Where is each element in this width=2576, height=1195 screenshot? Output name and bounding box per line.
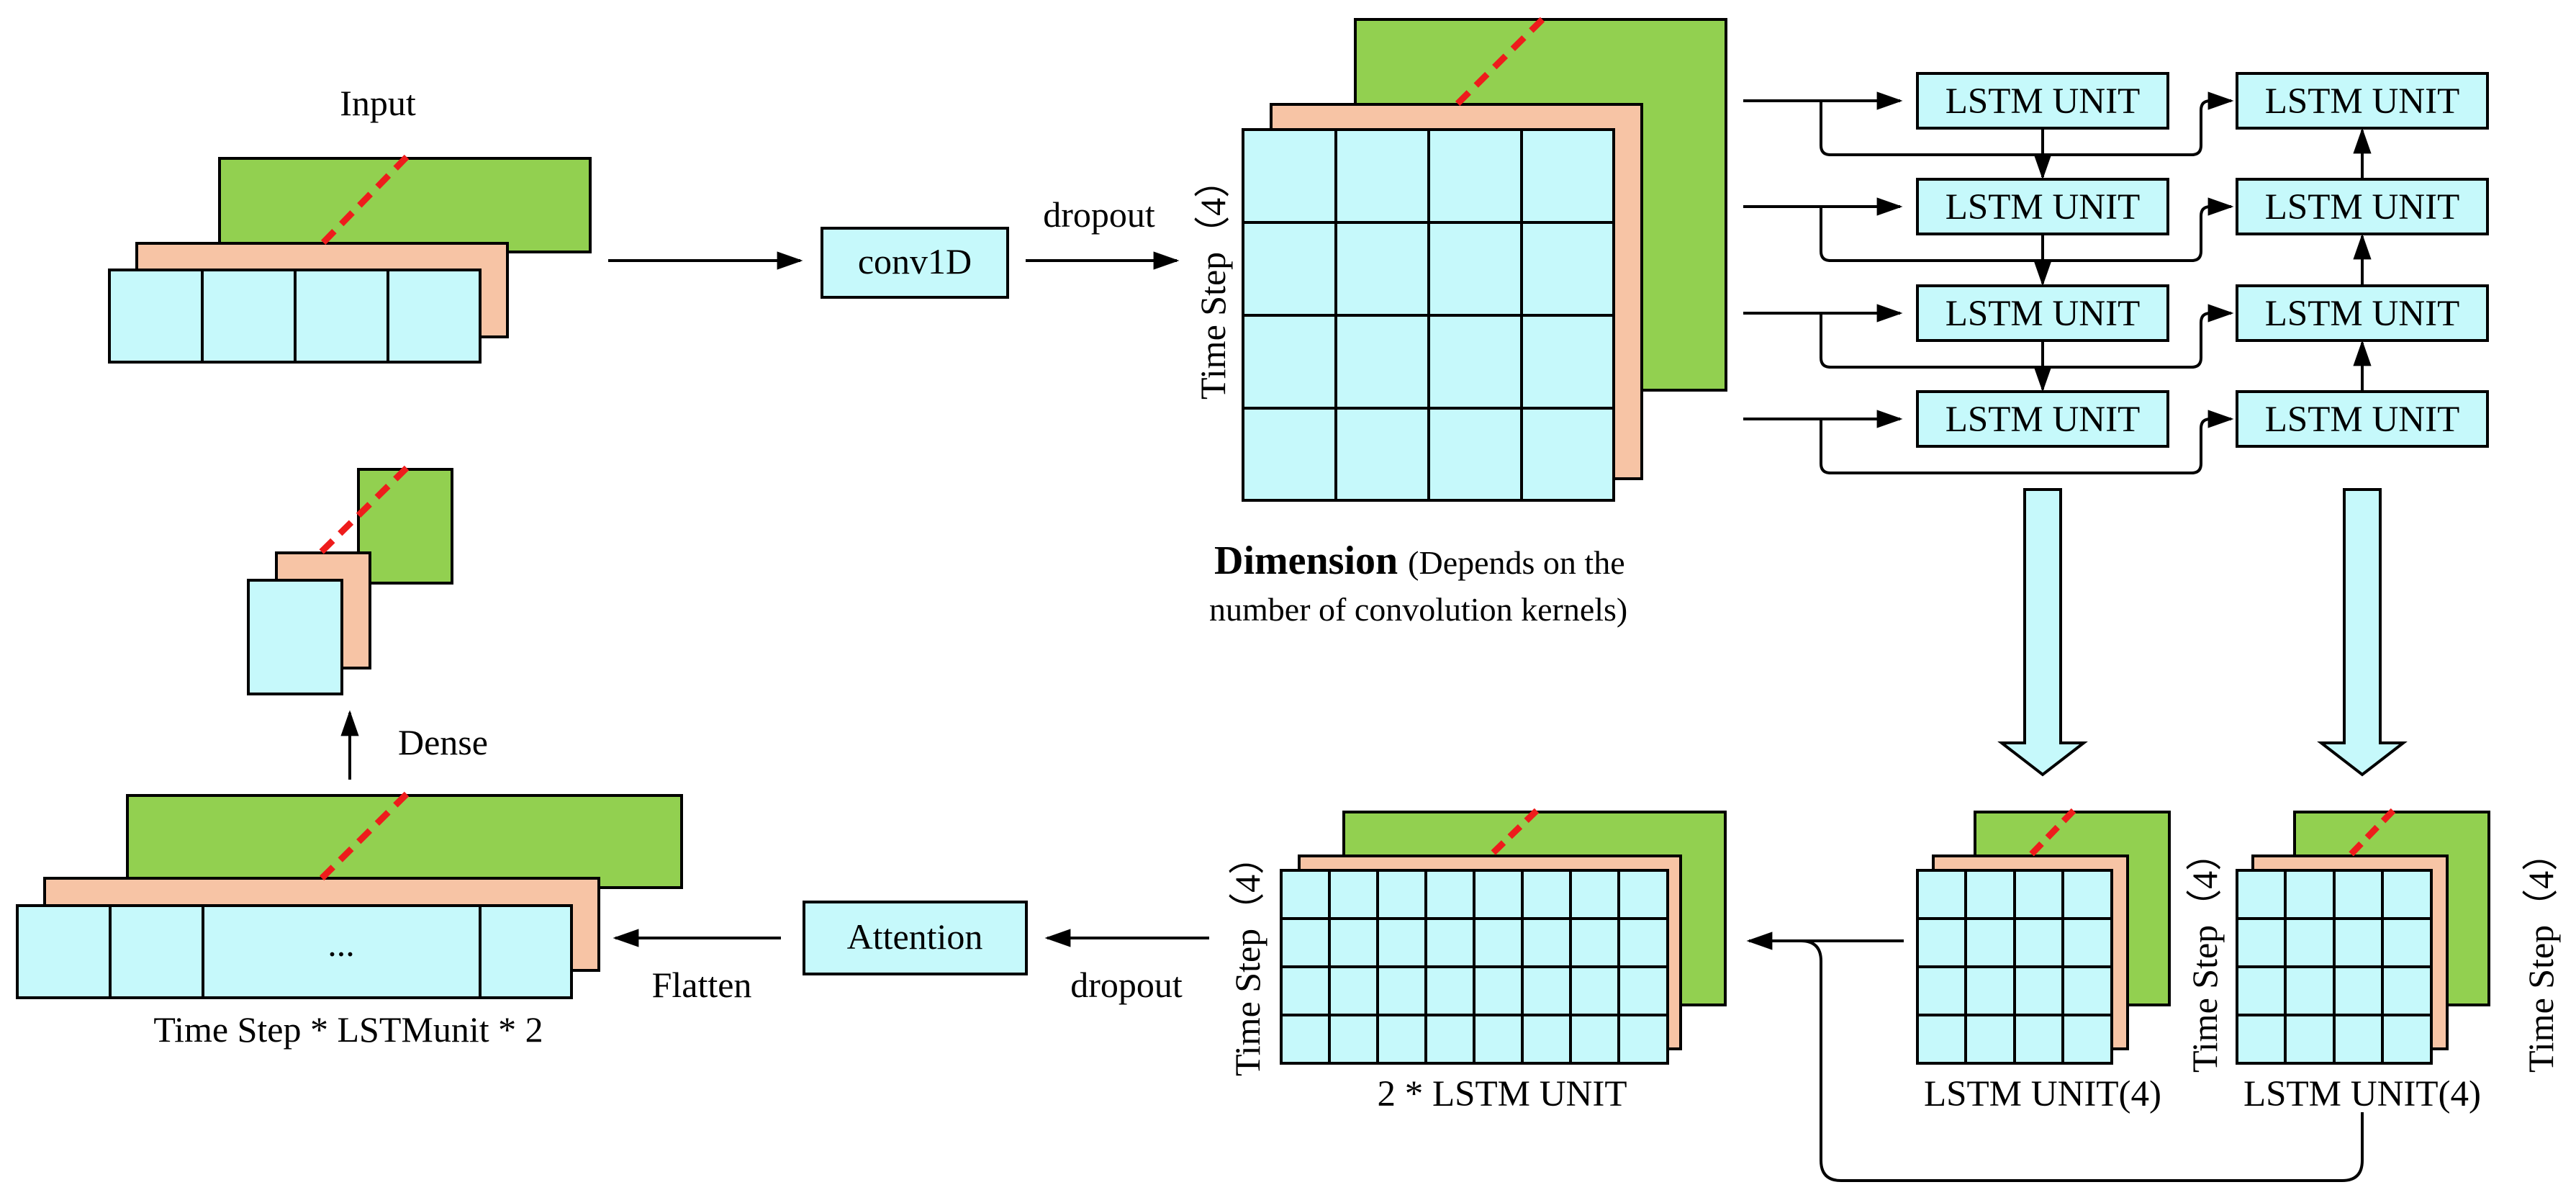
lstm-output-stack-right: Time Step（4） LSTM UNIT(4) (2236, 808, 2561, 1114)
two-lstm-unit-label: 2 * LSTM UNIT (1377, 1074, 1627, 1114)
input-label: Input (340, 83, 416, 123)
dimension-caption-line1: Dimension(Depends on the (1214, 538, 1625, 583)
flat-caption: Time Step * LSTMunit * 2 (153, 1009, 543, 1050)
input-green-layer (218, 157, 592, 253)
lstm-unit-label: LSTM UNIT (2265, 81, 2460, 122)
final-output-stack (247, 465, 453, 695)
conv1d-box (821, 227, 1009, 299)
lstm-unit-box (1916, 178, 2169, 235)
lstm-unit-label: LSTM UNIT (2265, 400, 2460, 440)
dropout-bottom-label: dropout (1070, 965, 1183, 1005)
lstm-unit-4-label: LSTM UNIT(4) (1924, 1074, 2161, 1114)
lstm-unit-box (1916, 72, 2169, 130)
lstm-unit-label: LSTM UNIT (1945, 81, 2141, 122)
flatten-label: Flatten (652, 965, 752, 1005)
feature-map: Time Step（4） (1193, 17, 1727, 502)
big-down-arrow-right (2317, 488, 2408, 777)
concat-output: Time Step（4） 2 * LSTM UNIT (1227, 808, 1727, 1114)
dense-label: Dense (398, 722, 488, 762)
lstm-unit-box (2236, 72, 2489, 130)
lstm-unit-box (2236, 390, 2489, 448)
big-down-arrow-left (1997, 488, 2088, 777)
lstm-unit-label: LSTM UNIT (1945, 187, 2141, 227)
dimension-caption-line2: number of convolution kernels) (1209, 591, 1627, 628)
lstm-unit-box (1916, 284, 2169, 342)
lstm-unit-label: LSTM UNIT (2265, 294, 2460, 334)
timestep-concat-label: Time Step（4） (1227, 839, 1267, 1076)
lstm-unit-box (2236, 284, 2489, 342)
lstm-unit-label: LSTM UNIT (2265, 187, 2460, 227)
conv1d-label: conv1D (858, 241, 972, 281)
timestep-side-label: Time Step（4） (2521, 835, 2561, 1073)
lstm-units-right-column: LSTM UNIT LSTM UNIT LSTM UNIT LSTM UNIT (2236, 72, 2489, 448)
dropout-top-label: dropout (1043, 194, 1155, 235)
input-dashed-line (320, 154, 410, 246)
loop-from-right-stack (1749, 939, 2364, 1182)
lstm-grid (1743, 91, 2372, 474)
lstm-output-stack-left: Time Step（4） LSTM UNIT(4) (1916, 808, 2225, 1114)
feature-dashed-line (1454, 17, 1545, 107)
lstm-unit-label: LSTM UNIT (1945, 400, 2141, 440)
input-block: Input (108, 83, 592, 364)
lstm-unit-box (2236, 178, 2489, 235)
lstm-units-left-column: LSTM UNIT LSTM UNIT LSTM UNIT LSTM UNIT (1916, 72, 2169, 448)
timestep-top-label: Time Step（4） (1193, 162, 1233, 400)
attention-box (803, 901, 1028, 975)
attention-label: Attention (847, 916, 983, 957)
lstm-unit-box (1916, 390, 2169, 448)
flattened-output: ... Time Step * LSTMunit * 2 (16, 791, 683, 1050)
lstm-unit-4-label: LSTM UNIT(4) (2243, 1074, 2481, 1114)
ellipsis-label: ... (327, 924, 355, 964)
lstm-unit-label: LSTM UNIT (1945, 294, 2141, 334)
timestep-side-label: Time Step（4） (2184, 835, 2225, 1073)
